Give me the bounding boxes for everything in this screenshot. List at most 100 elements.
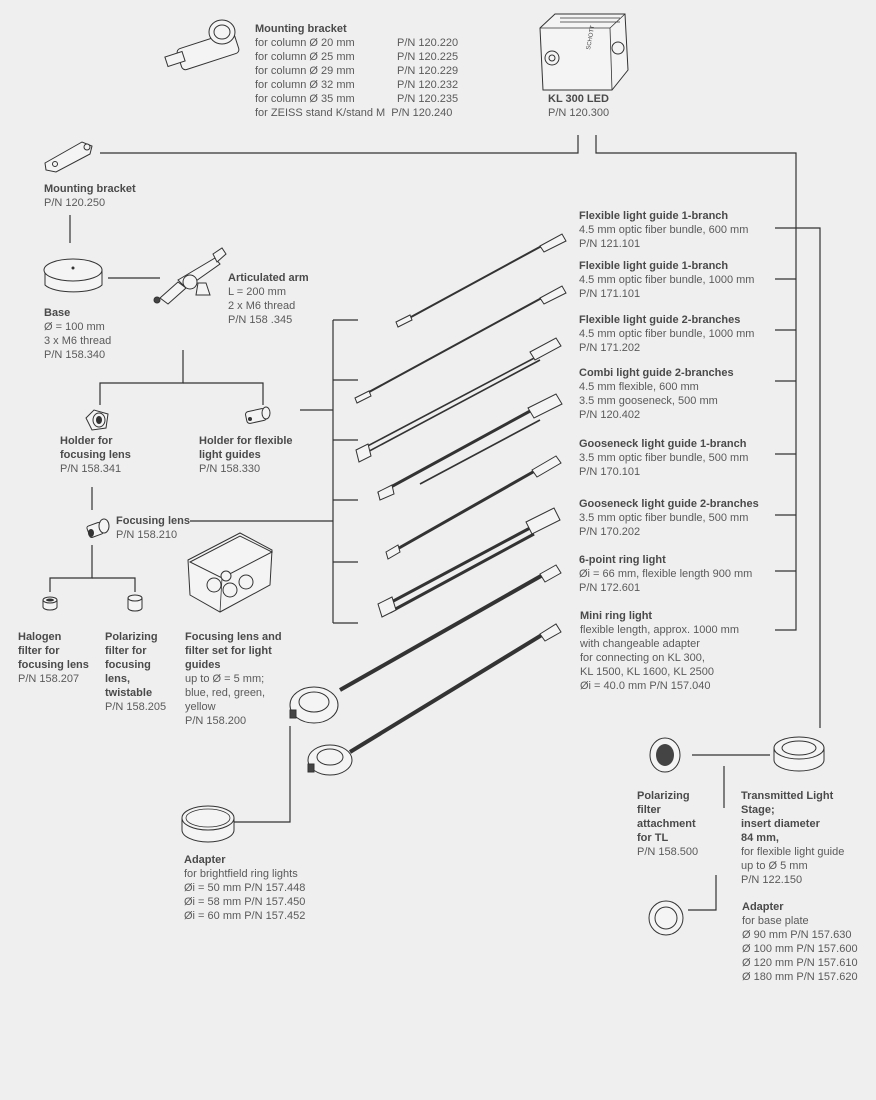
- mb-row-2-desc: for column Ø 29 mm: [255, 65, 355, 77]
- base-line-2: P/N 158.340: [44, 349, 106, 361]
- adapter-base-icon: [648, 900, 684, 936]
- guide-7-line-0: flexible length, approx. 1000 mm: [580, 624, 739, 636]
- guide-gooseneck-2b-drawing: [377, 507, 561, 618]
- kl300-led-icon: SCHOTT: [539, 13, 629, 91]
- polarizing-tl-pn: P/N 158.500: [637, 846, 699, 858]
- adapter-ring-line-1: Øi = 50 mm P/N 157.448: [184, 882, 306, 894]
- focusing-lens-icon: [86, 518, 110, 538]
- guide-6point-ring-drawing: [289, 564, 562, 724]
- adapter-ring-line-0: for brightfield ring lights: [184, 868, 298, 880]
- mounting-bracket-left-pn: P/N 120.250: [44, 197, 106, 209]
- guide-7-line-1: with changeable adapter: [580, 638, 700, 650]
- guide-4-line-1: P/N 170.101: [579, 466, 641, 478]
- base-label: Base Ø = 100 mm 3 x M6 thread P/N 158.34…: [44, 306, 111, 362]
- adapter-base-line-2: Ø 100 mm P/N 157.600: [742, 943, 858, 955]
- mb-row-0-desc: for column Ø 20 mm: [255, 37, 355, 49]
- polarizing-title-0: Polarizing: [105, 631, 158, 643]
- guide-5-line-0: 3.5 mm optic fiber bundle, 500 mm: [579, 512, 749, 524]
- transmitted-stage-label: Transmitted Light Stage; insert diameter…: [741, 789, 844, 887]
- mb-row-4-desc: for column Ø 35 mm: [255, 93, 355, 105]
- holder-flexible-label: Holder for flexible light guides P/N 158…: [199, 434, 293, 476]
- articulated-arm-icon: [153, 247, 227, 305]
- guide-label-1: Flexible light guide 1-branch 4.5 mm opt…: [579, 259, 754, 301]
- guide-gooseneck-1b-drawing: [385, 455, 562, 560]
- guide-2-line-0: 4.5 mm optic fiber bundle, 1000 mm: [579, 328, 755, 340]
- connector-lines: [49, 135, 821, 911]
- guide-2-line-1: P/N 171.202: [579, 342, 641, 354]
- polarizing-title-3: lens,: [105, 673, 131, 685]
- adapter-base-line-1: Ø 90 mm P/N 157.630: [742, 929, 852, 941]
- lens-set-line-2: yellow: [185, 701, 216, 713]
- holder-flexible-guides-icon: [245, 406, 271, 424]
- stage-title-2: insert diameter: [741, 818, 820, 830]
- guide-3-line-1: 3.5 mm gooseneck, 500 mm: [579, 395, 718, 407]
- guide-5-title: Gooseneck light guide 2-branches: [579, 498, 759, 510]
- mb-row-0-pn: P/N 120.220: [397, 37, 459, 49]
- guide-5-line-1: P/N 170.202: [579, 526, 641, 538]
- holder-focusing-label: Holder for focusing lens P/N 158.341: [60, 434, 131, 476]
- mb-row-5-desc: for ZEISS stand K/stand M: [255, 107, 386, 119]
- guide-1-line-0: 4.5 mm optic fiber bundle, 1000 mm: [579, 274, 755, 286]
- guide-label-6: 6-point ring light Øi = 66 mm, flexible …: [579, 553, 752, 595]
- holder-flexible-pn: P/N 158.330: [199, 463, 261, 475]
- lens-set-title-0: Focusing lens and: [185, 631, 282, 643]
- guide-0-title: Flexible light guide 1-branch: [579, 210, 729, 222]
- arm-line-1: 2 x M6 thread: [228, 300, 296, 312]
- mounting-bracket-left-title: Mounting bracket: [44, 183, 136, 195]
- mounting-bracket-top-label: Mounting bracket for column Ø 20 mm P/N 1…: [255, 22, 458, 120]
- adapter-ring-icon: [181, 805, 235, 843]
- polarizing-filter-label: Polarizing filter for focusing lens, twi…: [105, 630, 166, 714]
- adapter-ring-label: Adapter for brightfield ring lights Øi =…: [184, 853, 305, 923]
- stage-line-2: P/N 122.150: [741, 874, 803, 886]
- guide-label-4: Gooseneck light guide 1-branch 3.5 mm op…: [579, 437, 748, 479]
- polarizing-title-4: twistable: [105, 687, 153, 699]
- guide-0-line-1: P/N 121.101: [579, 238, 641, 250]
- guide-mini-ring-drawing: [307, 623, 562, 776]
- focusing-lens-label: Focusing lens P/N 158.210: [116, 514, 190, 542]
- mounting-bracket-top-title: Mounting bracket: [255, 23, 347, 35]
- adapter-base-line-0: for base plate: [742, 915, 809, 927]
- adapter-base-title: Adapter: [742, 901, 784, 913]
- kl300-pn: P/N 120.300: [548, 107, 610, 119]
- halogen-title-1: filter for: [18, 645, 60, 657]
- halogen-filter-label: Halogen filter for focusing lens P/N 158…: [18, 630, 89, 686]
- polarizing-tl-title-0: Polarizing: [637, 790, 690, 802]
- guide-0-line-0: 4.5 mm optic fiber bundle, 600 mm: [579, 224, 749, 236]
- adapter-ring-line-3: Øi = 60 mm P/N 157.452: [184, 910, 306, 922]
- polarizing-title-2: focusing: [105, 659, 151, 671]
- guide-7-line-4: Øi = 40.0 mm P/N 157.040: [580, 680, 711, 692]
- mounting-bracket-left-label: Mounting bracket P/N 120.250: [44, 182, 136, 210]
- guide-7-line-3: KL 1500, KL 1600, KL 2500: [580, 666, 714, 678]
- polarizing-tl-label: Polarizing filter attachment for TL P/N …: [637, 789, 698, 859]
- guide-flexible-1000-drawing: [354, 285, 567, 404]
- guide-label-7: Mini ring light flexible length, approx.…: [580, 609, 739, 693]
- articulated-arm-label: Articulated arm L = 200 mm 2 x M6 thread…: [228, 271, 309, 327]
- kl300-label: KL 300 LED P/N 120.300: [548, 92, 609, 120]
- mb-row-2-pn: P/N 120.229: [397, 65, 459, 77]
- kl300-brand: SCHOTT: [586, 25, 596, 51]
- lens-set-title-2: guides: [185, 659, 221, 671]
- guide-label-2: Flexible light guide 2-branches 4.5 mm o…: [579, 313, 754, 355]
- mb-row-3-desc: for column Ø 32 mm: [255, 79, 355, 91]
- holder-focusing-title-0: Holder for: [60, 435, 113, 447]
- polarizing-pn: P/N 158.205: [105, 701, 167, 713]
- lens-set-line-1: blue, red, green,: [185, 687, 266, 699]
- guide-label-5: Gooseneck light guide 2-branches 3.5 mm …: [579, 497, 759, 539]
- arm-line-2: P/N 158 .345: [228, 314, 293, 326]
- guide-flexible-2b-drawing: [355, 337, 562, 463]
- mb-row-4-pn: P/N 120.235: [397, 93, 459, 105]
- lens-filter-set-label: Focusing lens and filter set for light g…: [185, 630, 282, 728]
- guide-6-title: 6-point ring light: [579, 554, 666, 566]
- polarizing-filter-icon: [127, 594, 143, 612]
- halogen-title-0: Halogen: [18, 631, 62, 643]
- base-line-1: 3 x M6 thread: [44, 335, 112, 347]
- focusing-lens-title: Focusing lens: [116, 515, 190, 527]
- guide-6-line-0: Øi = 66 mm, flexible length 900 mm: [579, 568, 753, 580]
- mb-row-1-pn: P/N 120.225: [397, 51, 459, 63]
- base-line-0: Ø = 100 mm: [44, 321, 105, 333]
- adapter-base-line-3: Ø 120 mm P/N 157.610: [742, 957, 858, 969]
- lens-set-title-1: filter set for light: [185, 645, 272, 657]
- adapter-base-label: Adapter for base plate Ø 90 mm P/N 157.6…: [742, 900, 858, 984]
- stage-title-0: Transmitted Light: [741, 790, 834, 802]
